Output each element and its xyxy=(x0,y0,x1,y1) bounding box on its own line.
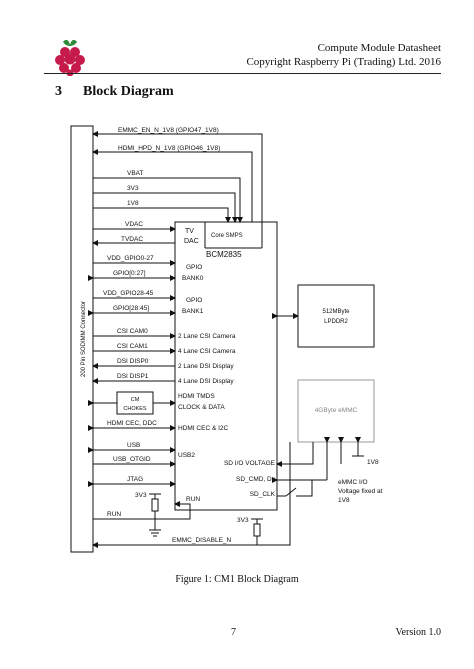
emmc-note-3: 1V8 xyxy=(338,497,350,504)
lpddr2-box xyxy=(297,284,375,348)
section-number: 3 xyxy=(55,84,62,99)
hdmi-tmds-label-1: HDMI TMDS xyxy=(178,393,215,400)
sig-emmc-disable: EMMC_DISABLE_N xyxy=(172,537,232,544)
figure-caption: Figure 1: CM1 Block Diagram xyxy=(175,574,299,585)
sig-usb: USB xyxy=(127,442,140,449)
connector-label: 200 Pin SODIMM Connector xyxy=(81,301,87,377)
core-smps-label: Core SMPS xyxy=(211,233,243,239)
sig-dsi1: DSI DISP1 xyxy=(117,373,149,380)
gpio-bank0-1: GPIO xyxy=(186,264,202,271)
cm-chokes-1: CM xyxy=(131,397,140,403)
sig-vdd-gpio28: VDD_GPIO28-45 xyxy=(103,290,154,297)
gpio-bank1-1: GPIO xyxy=(186,297,202,304)
sig-jtag: JTAG xyxy=(127,476,143,483)
sig-1v8: 1V8 xyxy=(127,200,139,207)
sig-vdd-gpio0: VDD_GPIO0-27 xyxy=(107,255,154,262)
sig-tvdac: TVDAC xyxy=(121,236,143,243)
sig-gpio0: GPIO[0:27] xyxy=(113,270,146,277)
emmc-note-2: Voltage fixed at xyxy=(338,488,383,495)
gpio-bank1-2: BANK1 xyxy=(182,308,204,315)
sig-usb-otg: USB_OTGID xyxy=(113,456,151,463)
sig-csi0: CSI CAM0 xyxy=(117,328,148,335)
dsi-disp1-label: 4 Lane DSI Display xyxy=(178,378,234,385)
sd-io-voltage-label: SD I/O VOLTAGE xyxy=(224,460,276,467)
sodimm-connector xyxy=(70,125,94,553)
csi-cam0-label: 2 Lane CSI Camera xyxy=(178,333,236,340)
dsi-disp0-label: 2 Lane DSI Display xyxy=(178,363,234,370)
sig-vbat: VBAT xyxy=(127,170,144,177)
lpddr2-label-1: 512MByte xyxy=(322,309,350,315)
bcm2835-label: BCM2835 xyxy=(206,250,242,259)
sig-dsi0: DSI DISP0 xyxy=(117,358,149,365)
version-label: Version 1.0 xyxy=(395,627,441,638)
soc-run-label: RUN xyxy=(186,496,200,503)
sig-3v3: 3V3 xyxy=(127,185,139,192)
sig-run: RUN xyxy=(107,511,121,518)
sd-cmd-label: SD_CMD, Dx xyxy=(236,476,276,483)
tv-dac-label-1: TV xyxy=(185,228,194,235)
raspberry-pi-logo xyxy=(55,39,85,76)
emmc-1v8-label: 1V8 xyxy=(367,459,379,466)
lpddr2-label-2: LPDDR2 xyxy=(324,319,348,325)
sig-hdmi-cec: HDMI CEC, DDC xyxy=(107,420,157,427)
sig-pullup-3v3: 3V3 xyxy=(135,492,147,499)
sig-hdmi-hpd: HDMI_HPD_N_1V8 (GPIO46_1V8) xyxy=(118,145,220,152)
sig-vdac: VDAC xyxy=(125,221,143,228)
sig-csi1: CSI CAM1 xyxy=(117,343,148,350)
sig-emmc-en: EMMC_EN_N_1V8 (GPIO47_1V8) xyxy=(118,127,219,134)
bcm2835-box xyxy=(174,221,278,511)
section-title: Block Diagram xyxy=(83,84,174,99)
sig-pullup-3v3-b: 3V3 xyxy=(237,517,249,524)
csi-cam1-label: 4 Lane CSI Camera xyxy=(178,348,236,355)
header-doc-title: Compute Module Datasheet xyxy=(317,42,441,54)
cm-chokes-2: CHOKES xyxy=(123,406,147,412)
hdmi-cec-label: HDMI CEC & I2C xyxy=(178,425,229,432)
emmc-box xyxy=(297,379,375,443)
usb2-label: USB2 xyxy=(178,452,195,459)
sig-gpio28: GPIO[28:45] xyxy=(113,305,149,312)
tv-dac-label-2: DAC xyxy=(184,238,199,245)
header-rule xyxy=(44,73,441,74)
page-number: 7 xyxy=(231,627,236,638)
sd-clk-label: SD_CLK xyxy=(250,491,276,498)
emmc-label: 4GByte eMMC xyxy=(315,407,358,414)
gpio-bank0-2: BANK0 xyxy=(182,275,204,282)
header-copyright: Copyright Raspberry Pi (Trading) Ltd. 20… xyxy=(246,56,441,68)
hdmi-tmds-label-2: CLOCK & DATA xyxy=(178,404,225,411)
emmc-note-1: eMMC I/O xyxy=(338,479,368,486)
